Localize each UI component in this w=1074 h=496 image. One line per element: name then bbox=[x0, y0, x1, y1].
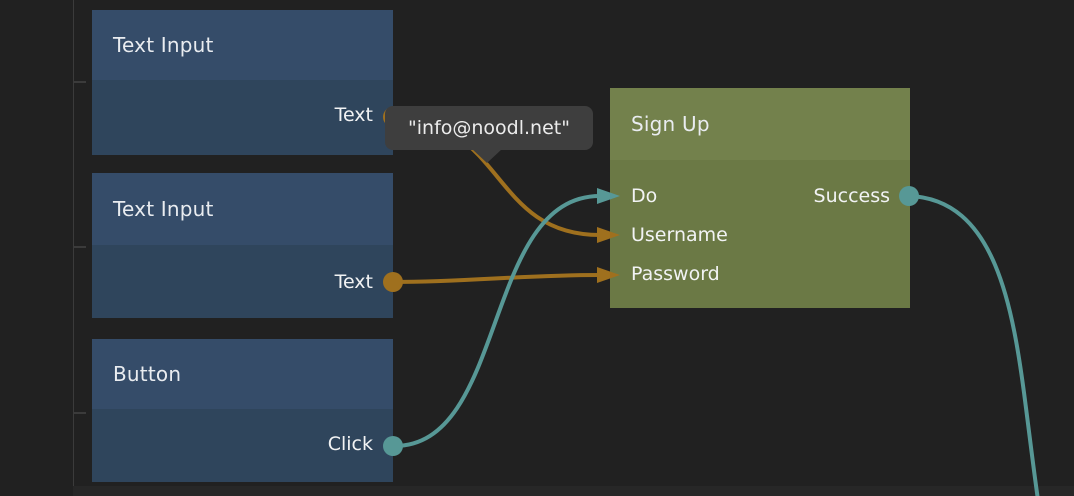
node-body: Click bbox=[92, 409, 393, 482]
output-port-success[interactable]: Success bbox=[813, 185, 890, 207]
connection-click-to-do[interactable] bbox=[392, 194, 601, 449]
output-port-click[interactable]: Click bbox=[327, 433, 373, 455]
input-port-password[interactable]: Password bbox=[631, 263, 720, 285]
connection-text2-to-password[interactable] bbox=[392, 273, 601, 284]
node-sign-up[interactable]: Sign Up Do Username Password Success bbox=[610, 88, 910, 308]
node-body: Do Username Password Success bbox=[610, 160, 910, 308]
node-title-bar[interactable]: Sign Up bbox=[610, 88, 910, 160]
node-title: Button bbox=[113, 362, 182, 386]
node-button[interactable]: Button Click bbox=[92, 339, 393, 482]
input-port-do[interactable]: Do bbox=[631, 185, 658, 207]
node-title: Text Input bbox=[113, 197, 214, 221]
node-title-bar[interactable]: Text Input bbox=[92, 173, 393, 245]
input-port-username[interactable]: Username bbox=[631, 224, 728, 246]
node-text-input-1[interactable]: Text Input Text bbox=[92, 10, 393, 155]
node-body: Text bbox=[92, 80, 393, 155]
node-title-bar[interactable]: Button bbox=[92, 339, 393, 409]
node-body: Text bbox=[92, 245, 393, 318]
arrowhead-password bbox=[597, 267, 620, 283]
connection-success-offscreen[interactable] bbox=[908, 194, 1040, 496]
output-port-text[interactable]: Text bbox=[334, 104, 373, 126]
guide-tick bbox=[73, 246, 86, 248]
canvas-bottom-edge bbox=[73, 486, 1074, 496]
tooltip-value: "info@noodl.net" bbox=[408, 117, 570, 139]
port-dot-success[interactable] bbox=[899, 186, 919, 206]
arrowhead-username bbox=[597, 227, 620, 243]
tooltip-caret bbox=[472, 149, 502, 163]
node-title: Text Input bbox=[113, 33, 214, 57]
port-dot-text2[interactable] bbox=[383, 272, 403, 292]
node-title-bar[interactable]: Text Input bbox=[92, 10, 393, 80]
guide-line bbox=[73, 0, 74, 496]
guide-tick bbox=[73, 81, 86, 83]
arrowhead-do bbox=[597, 188, 620, 204]
port-dot-click[interactable] bbox=[383, 436, 403, 456]
guide-tick bbox=[73, 412, 86, 414]
node-text-input-2[interactable]: Text Input Text bbox=[92, 173, 393, 318]
value-tooltip: "info@noodl.net" bbox=[385, 106, 593, 163]
node-title: Sign Up bbox=[631, 112, 710, 136]
output-port-text[interactable]: Text bbox=[334, 271, 373, 293]
